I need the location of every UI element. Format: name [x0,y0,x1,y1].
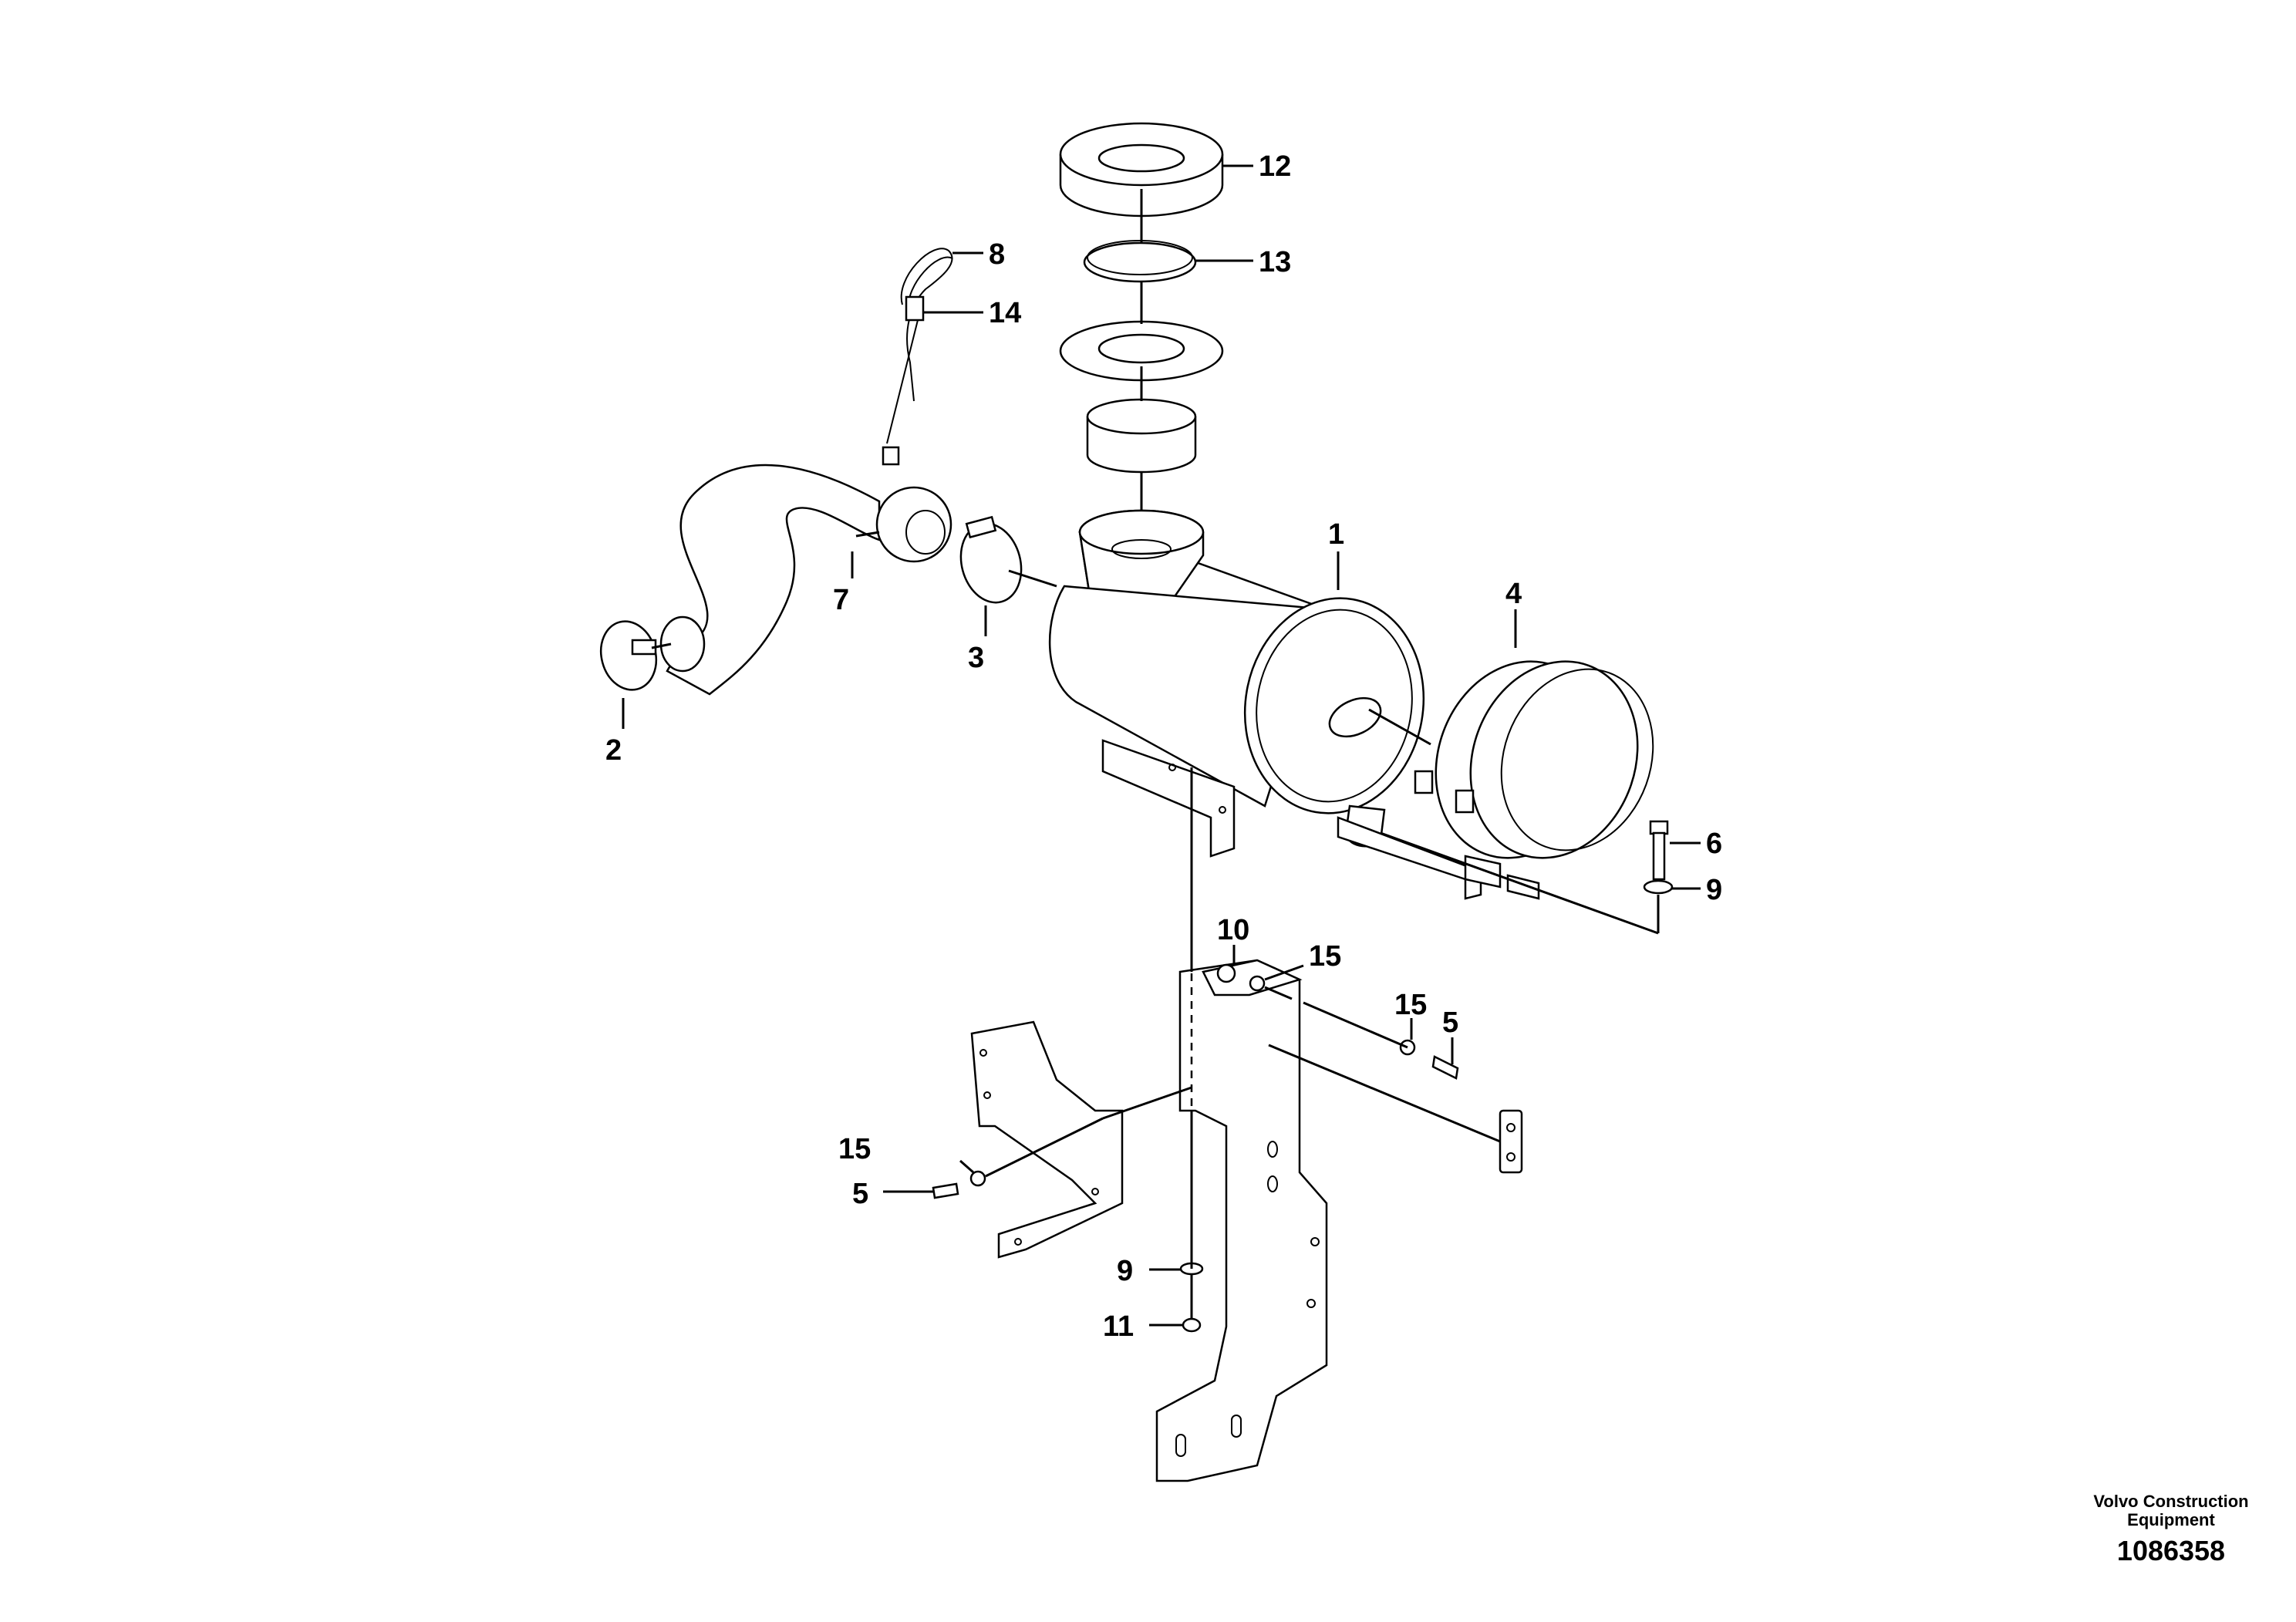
bolt-5-right [1431,1055,1459,1080]
side-bracket-plate [970,1020,1124,1259]
callout-11: 11 [1103,1310,1134,1343]
part-1-air-cleaner [1048,509,1425,848]
bolt-5-left [932,1182,959,1199]
callout-2: 2 [605,734,622,767]
callout-15-b: 15 [1394,989,1427,1021]
nut-11 [1182,1317,1202,1333]
part-2-hose-clamp [599,620,658,691]
callout-13: 13 [1259,246,1291,278]
nut-10 [1216,963,1236,983]
washer-9-upper [1643,879,1674,895]
part-4-strap-band [1414,660,1654,900]
sleeve [1086,398,1197,474]
part-13-ring-clamp [1083,240,1197,283]
callout-5-right: 5 [1442,1007,1458,1039]
callout-12: 12 [1259,150,1291,183]
callout-3: 3 [968,642,984,674]
callout-4: 4 [1505,578,1522,610]
company-name: Volvo Construction Equipment [2044,1492,2296,1529]
company-name-line-2: Equipment [2127,1510,2215,1529]
callout-14: 14 [989,297,1021,329]
callout-9-upper: 9 [1706,874,1722,906]
part-12-rain-cap [1059,122,1224,218]
company-name-line-1: Volvo Construction [2093,1492,2249,1511]
callout-15-a: 15 [1309,940,1341,973]
callout-8: 8 [989,238,1005,271]
callout-10: 10 [1217,914,1249,946]
callout-7: 7 [833,584,849,616]
bolt-6 [1649,820,1669,881]
part-8-14-indicator [886,248,953,444]
callout-1: 1 [1328,518,1344,551]
part-3-hose-clamp [959,515,1023,604]
part-7-hose [659,446,952,696]
callout-9-lower: 9 [1117,1255,1133,1287]
callout-6: 6 [1706,828,1722,860]
callout-15-c: 15 [838,1133,871,1165]
washer-15-a [1249,975,1266,992]
washer-15-c [969,1170,986,1187]
document-number: 1086358 [2116,1535,2226,1566]
main-support-bracket [1155,959,1328,1482]
small-clip [1499,1109,1523,1174]
callout-5-left: 5 [852,1178,868,1210]
